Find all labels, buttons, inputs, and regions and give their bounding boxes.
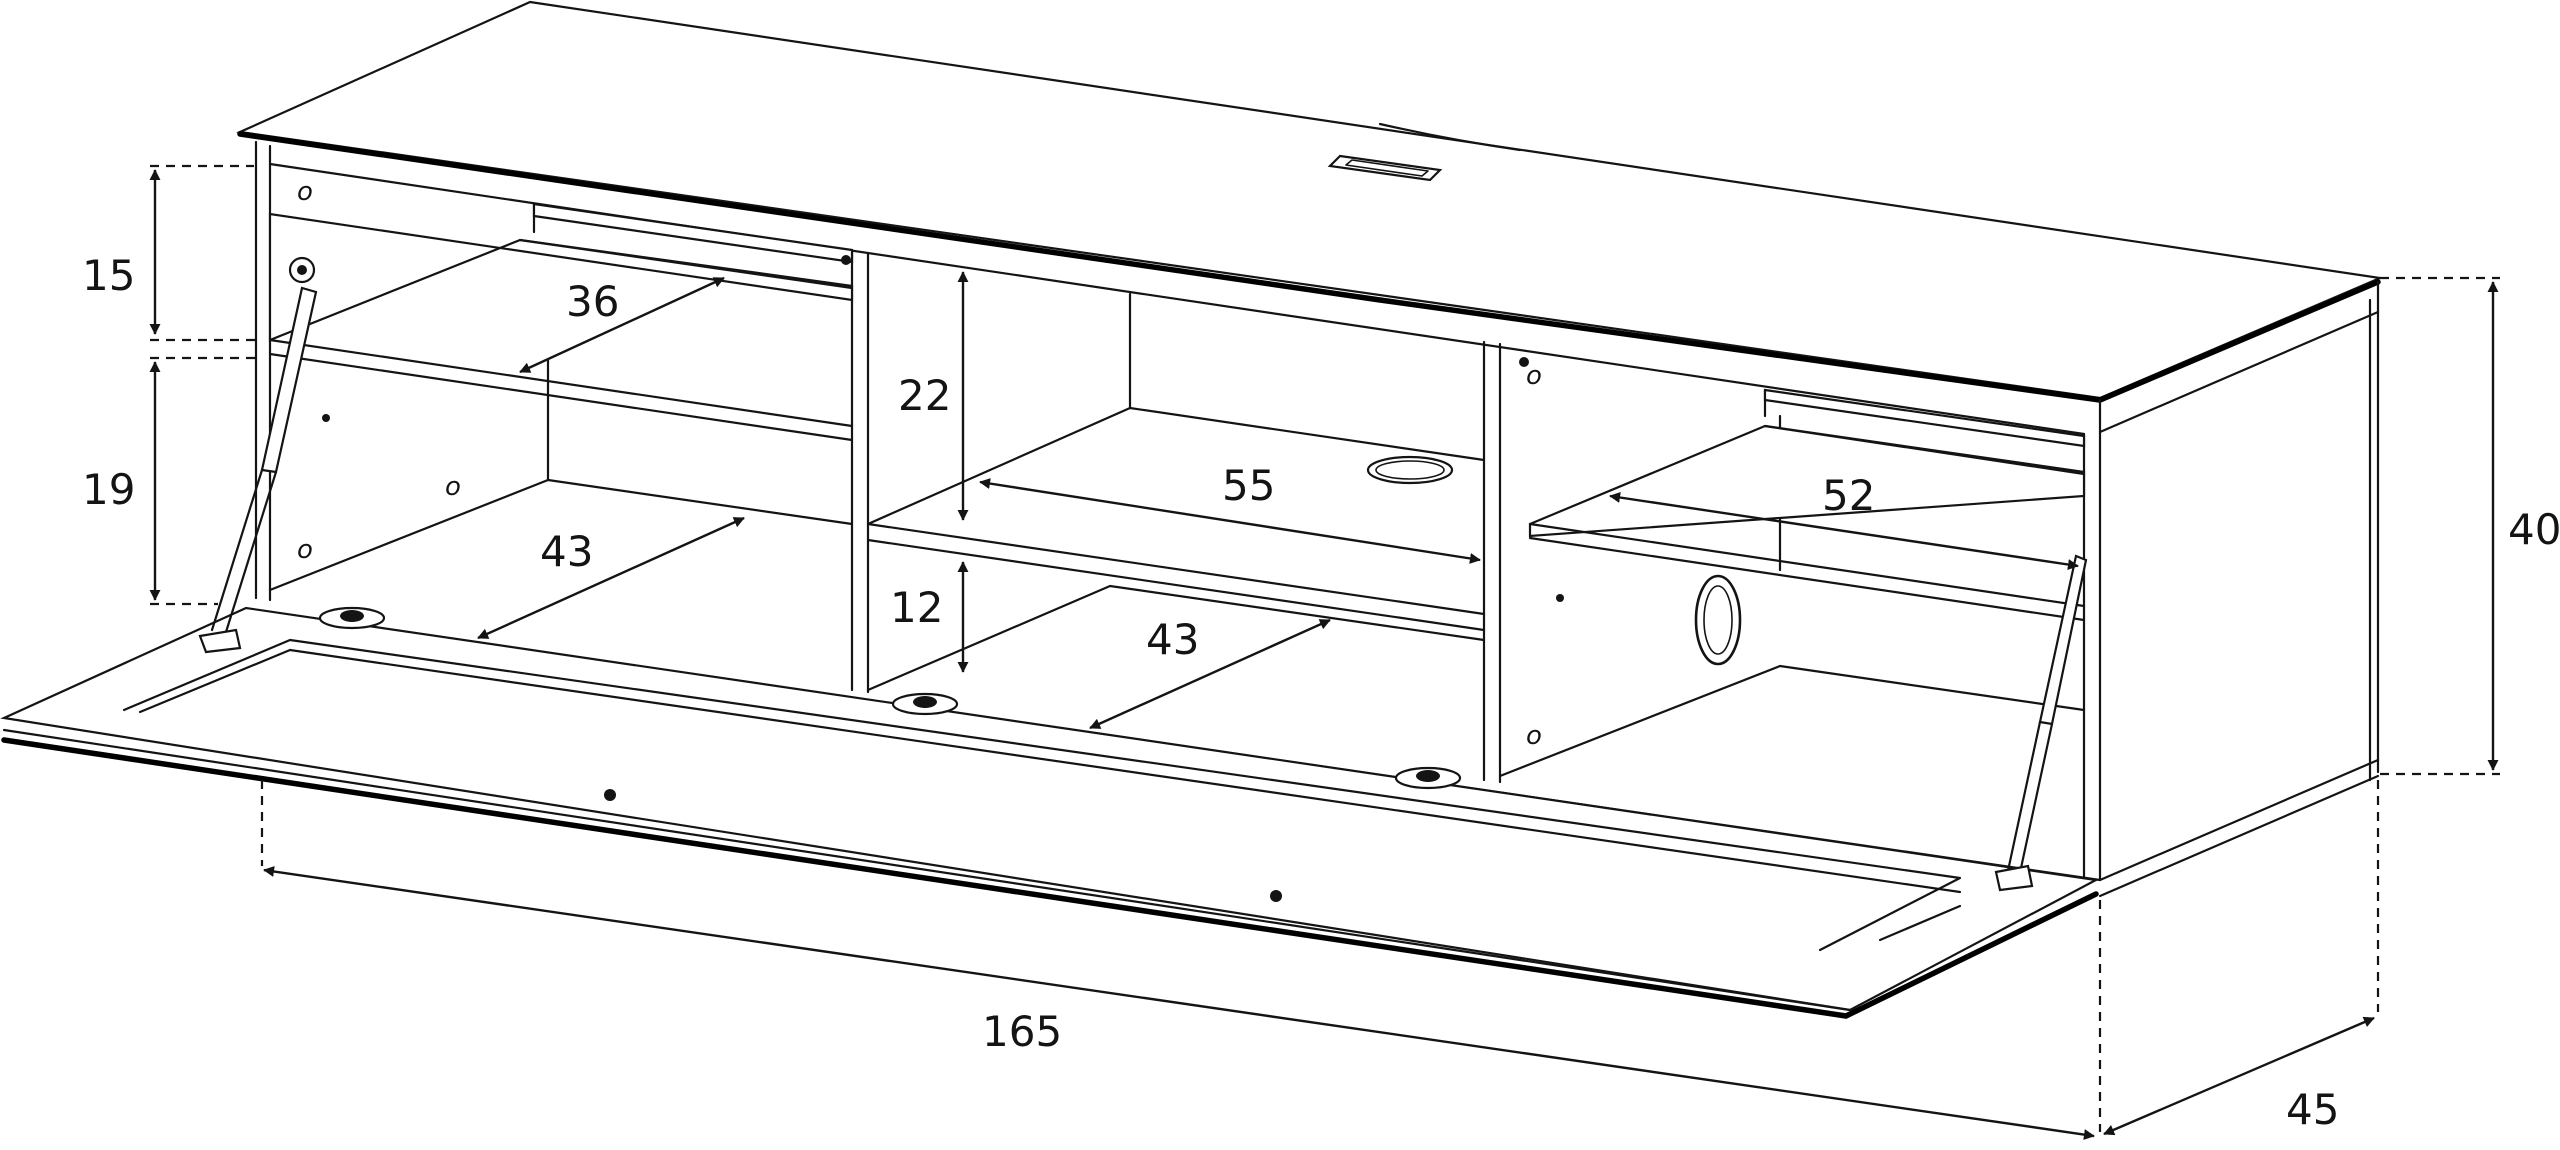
hole-mark: o xyxy=(445,472,461,502)
cable-grommet-middle xyxy=(1366,455,1454,485)
dim-label-middle-upper-height: 22 xyxy=(898,371,951,420)
dim-label-upper-shelf-height: 19 xyxy=(82,465,135,514)
flap-door xyxy=(0,606,2100,1019)
flap-hinges xyxy=(318,606,1462,790)
support-blocks xyxy=(532,202,2086,448)
hole-mark: o xyxy=(1526,361,1542,391)
hole-mark: o xyxy=(297,177,313,207)
right-floor xyxy=(1498,574,2086,778)
dimension-labels: 15 19 36 43 22 55 12 43 52 40 165 45 xyxy=(82,251,2560,1134)
hole-mark: o xyxy=(297,535,313,565)
shelf-pin-dots xyxy=(322,255,1564,602)
dim-label-left-floor-depth: 43 xyxy=(540,527,593,576)
hole-marks: o o o o o xyxy=(297,177,1542,751)
left-lower-floor xyxy=(268,358,854,592)
dim-label-left-shelf-depth: 36 xyxy=(566,277,619,326)
left-upper-shelf xyxy=(268,212,854,442)
hole-mark: o xyxy=(1526,721,1542,751)
dim-label-total-width: 165 xyxy=(982,1007,1062,1056)
dim-label-right-shelf-width: 52 xyxy=(1822,471,1875,520)
top-cable-port xyxy=(1327,154,1443,182)
dim-label-top-compartment-height: 15 xyxy=(82,251,135,300)
dim-label-total-height: 40 xyxy=(2508,505,2560,554)
cabinet-top-panel xyxy=(236,0,2384,403)
dim-label-middle-shelf-width: 55 xyxy=(1222,461,1275,510)
gas-strut-right xyxy=(1994,554,2088,892)
dimension-lines xyxy=(149,164,2500,1140)
middle-shelf xyxy=(866,406,1486,632)
right-shelf xyxy=(1528,424,2086,622)
middle-floor xyxy=(866,584,1486,692)
dim-label-middle-lower-height: 12 xyxy=(890,583,943,632)
gas-strut-left xyxy=(198,256,318,654)
dim-label-total-depth: 45 xyxy=(2286,1085,2339,1134)
hinge-3 xyxy=(1394,766,1462,790)
dim-label-middle-floor-depth: 43 xyxy=(1146,615,1199,664)
hinge-2 xyxy=(891,692,959,716)
hinge-1 xyxy=(318,606,386,630)
back-cable-hole xyxy=(1694,574,1742,666)
